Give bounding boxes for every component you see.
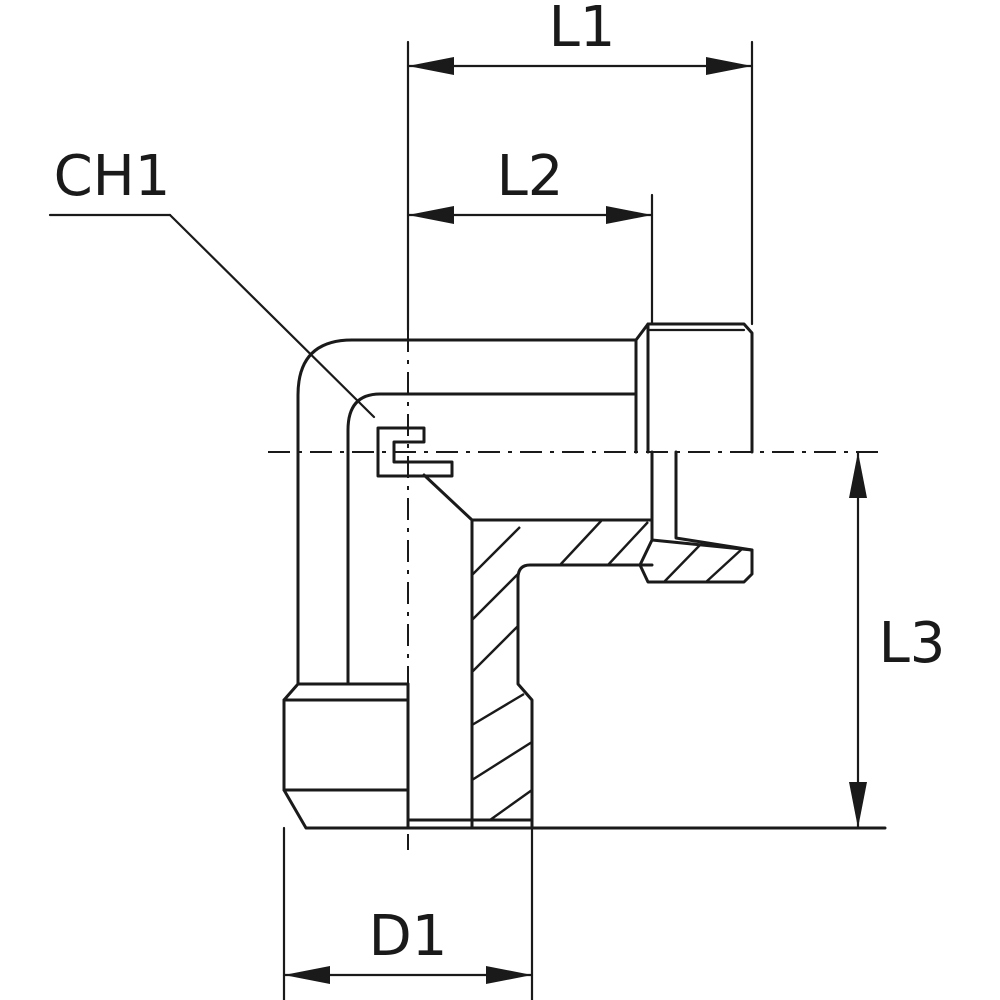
fitting-body: [282, 322, 887, 830]
swivel-nut-detail: [376, 426, 454, 478]
dimension-l2: L2: [406, 144, 654, 224]
l2-label: L2: [497, 144, 564, 209]
d1-arrow-right: [486, 966, 532, 984]
l1-label: L1: [549, 0, 616, 60]
l1-arrow-left: [408, 57, 454, 75]
l1-arrow-right: [706, 57, 752, 75]
right-collar-taper: [634, 322, 754, 454]
inner-elbow-contour: [346, 392, 638, 686]
d1-arrow-left: [284, 966, 330, 984]
l3-label: L3: [879, 611, 946, 676]
section-hatching: [471, 519, 743, 821]
seat-cone-line: [650, 538, 754, 552]
ch1-label: CH1: [54, 144, 171, 209]
l3-arrow-bottom: [849, 782, 867, 828]
section-body-outline: [422, 473, 654, 522]
dimension-l1: L1: [406, 0, 754, 75]
l2-arrow-left: [408, 206, 454, 224]
dimension-d1: D1: [282, 904, 534, 984]
bottom-collar: [282, 682, 410, 830]
callout-ch1: CH1: [48, 144, 376, 419]
right-leg-section-outline: [638, 450, 754, 584]
inner-bore-corner: [516, 563, 654, 830]
dimension-l3: L3: [849, 450, 946, 830]
l3-arrow-top: [849, 452, 867, 498]
d1-label: D1: [369, 904, 448, 969]
ch1-leader-line: [168, 213, 376, 419]
l2-arrow-right: [606, 206, 652, 224]
